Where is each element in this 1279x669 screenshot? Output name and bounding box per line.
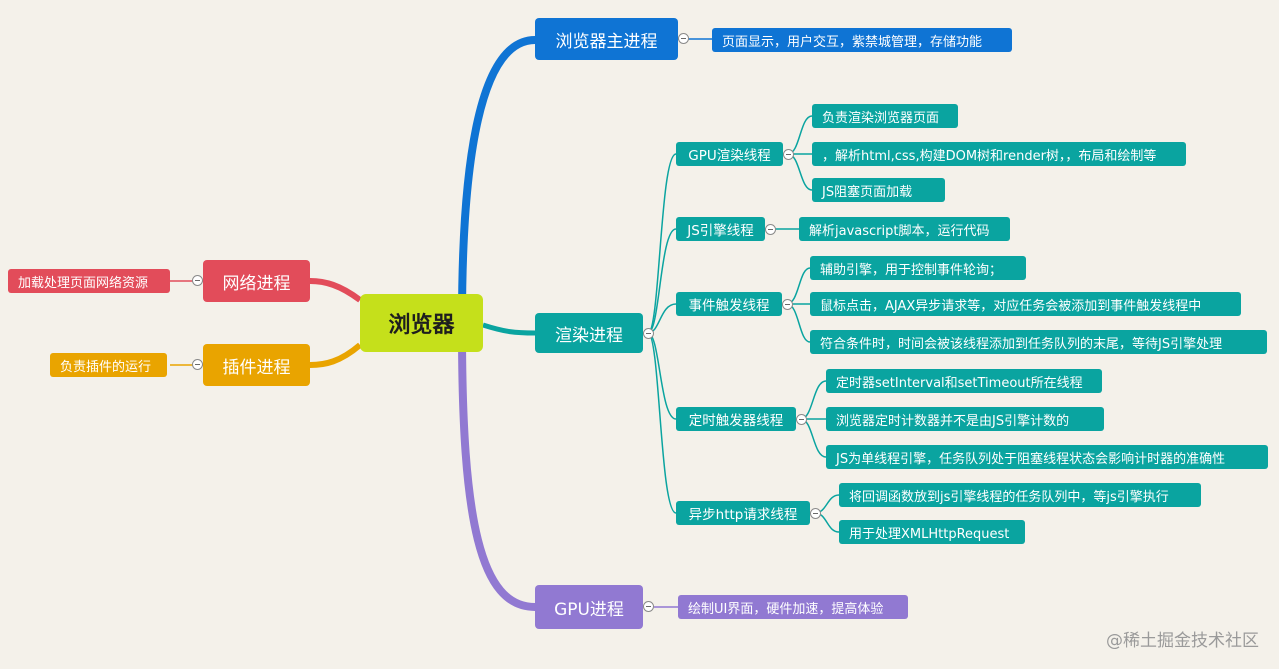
network-process-leaf[interactable]: 加载处理页面网络资源	[8, 269, 170, 293]
collapse-toggle-icon[interactable]	[643, 601, 654, 612]
branch-plugin	[309, 342, 362, 368]
timer-thread-leaf-2[interactable]: 浏览器定时计数器并不是由JS引擎计数的	[826, 407, 1104, 431]
event-thread-leaf-1[interactable]: 辅助引擎，用于控制事件轮询；	[810, 256, 1026, 280]
root-node[interactable]: 浏览器	[360, 294, 483, 352]
collapse-toggle-icon[interactable]	[643, 328, 654, 339]
async-http-thread-node[interactable]: 异步http请求线程	[676, 501, 810, 525]
event-trigger-thread-node[interactable]: 事件触发线程	[676, 292, 782, 316]
browser-main-process-node[interactable]: 浏览器主进程	[535, 18, 678, 60]
gpu-thread-leaf-3[interactable]: JS阻塞页面加载	[812, 178, 945, 202]
gpu-thread-leaf-2[interactable]: ，解析html,css,构建DOM树和render树，，布局和绘制等	[812, 142, 1186, 166]
branch-gpu-process	[458, 326, 539, 611]
event-thread-leaf-2[interactable]: 鼠标点击，AJAX异步请求等，对应任务会被添加到事件触发线程中	[810, 292, 1241, 316]
collapse-toggle-icon[interactable]	[192, 359, 203, 370]
branch-render	[482, 322, 536, 336]
event-thread-leaf-3[interactable]: 符合条件时，时间会被该线程添加到任务队列的末尾，等待JS引擎处理	[810, 330, 1267, 354]
timer-thread-leaf-1[interactable]: 定时器setInterval和setTimeout所在线程	[826, 369, 1102, 393]
js-engine-thread-node[interactable]: JS引擎线程	[676, 217, 765, 241]
plugin-process-leaf[interactable]: 负责插件的运行	[50, 353, 167, 377]
gpu-process-node[interactable]: GPU进程	[535, 585, 643, 629]
http-thread-leaf-1[interactable]: 将回调函数放到js引擎线程的任务队列中，等js引擎执行	[839, 483, 1201, 507]
branch-browser-main	[458, 36, 539, 324]
collapse-toggle-icon[interactable]	[192, 275, 203, 286]
gpu-process-leaf[interactable]: 绘制UI界面，硬件加速，提高体验	[678, 595, 908, 619]
render-process-node[interactable]: 渲染进程	[535, 313, 643, 353]
plugin-process-node[interactable]: 插件进程	[203, 344, 310, 386]
collapse-toggle-icon[interactable]	[678, 33, 689, 44]
gpu-thread-leaf-1[interactable]: 负责渲染浏览器页面	[812, 104, 958, 128]
http-thread-leaf-2[interactable]: 用于处理XMLHttpRequest	[839, 520, 1025, 544]
browser-main-leaf[interactable]: 页面显示，用户交互，紫禁城管理，存储功能	[712, 28, 1012, 52]
network-process-node[interactable]: 网络进程	[203, 260, 310, 302]
timer-thread-leaf-3[interactable]: JS为单线程引擎，任务队列处于阻塞线程状态会影响计时器的准确性	[826, 445, 1268, 469]
watermark: @稀土掘金技术社区	[1106, 631, 1259, 651]
branch-network	[309, 278, 362, 303]
js-thread-leaf-1[interactable]: 解析javascript脚本，运行代码	[799, 217, 1010, 241]
collapse-toggle-icon[interactable]	[765, 224, 776, 235]
collapse-toggle-icon[interactable]	[783, 149, 794, 160]
timer-trigger-thread-node[interactable]: 定时触发器线程	[676, 407, 796, 431]
collapse-toggle-icon[interactable]	[810, 508, 821, 519]
gpu-render-thread-node[interactable]: GPU渲染线程	[676, 142, 783, 166]
collapse-toggle-icon[interactable]	[782, 299, 793, 310]
collapse-toggle-icon[interactable]	[796, 414, 807, 425]
